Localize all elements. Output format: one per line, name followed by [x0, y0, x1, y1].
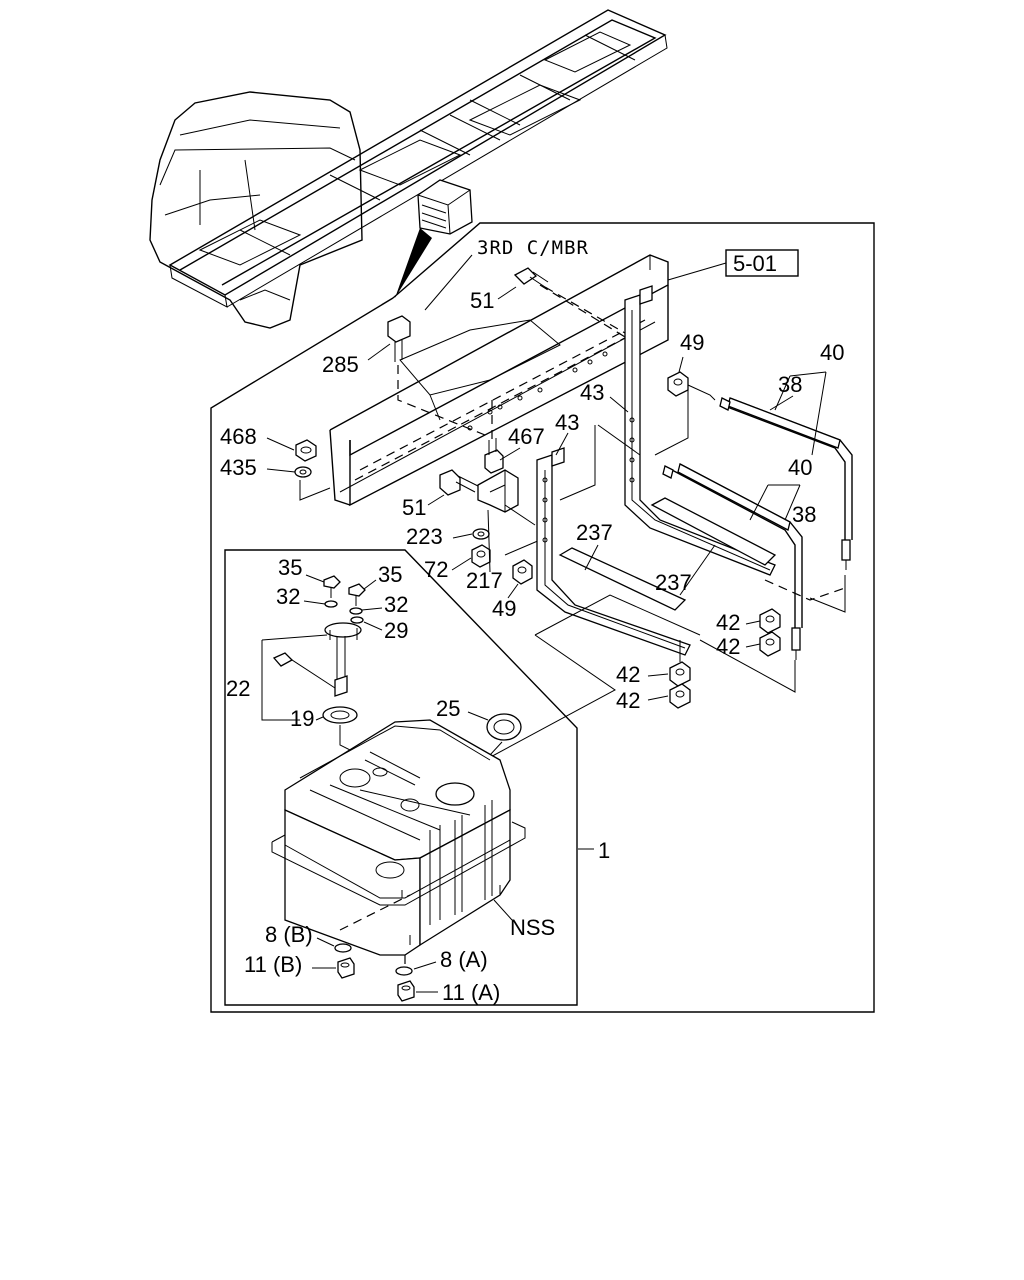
callout-35-right: 35	[378, 562, 402, 587]
strip-38-lower	[677, 463, 791, 531]
callout-8B: 8 (B)	[265, 922, 313, 947]
screw-35-right	[348, 583, 366, 606]
washer-435	[294, 466, 312, 478]
clip-upper	[719, 397, 731, 411]
nut-49-lower	[512, 559, 533, 585]
bolt-51-lower	[439, 469, 479, 496]
nut-42-a	[759, 608, 781, 634]
section-ref-label: 5-01	[733, 251, 777, 276]
clip-lower	[662, 465, 674, 479]
callout-NSS: NSS	[510, 915, 555, 940]
callout-11A: 11 (A)	[442, 980, 500, 1005]
callout-43-rear: 43	[580, 380, 604, 405]
tank-detail-frame	[224, 549, 578, 1006]
fuel-tank-1	[271, 719, 526, 956]
gasket-29	[350, 616, 364, 624]
gasket-25	[486, 713, 522, 741]
plug-11A	[397, 980, 415, 1002]
hanger-bracket-43-rear	[624, 285, 776, 576]
callout-72: 72	[424, 557, 448, 582]
fuel-gauge-unit-22	[272, 622, 362, 697]
callout-11B: 11 (B)	[244, 952, 302, 977]
bracket-217	[477, 469, 536, 526]
callout-38-lower: 38	[792, 502, 816, 527]
nut-42-b	[759, 631, 781, 657]
callout-468: 468	[220, 424, 257, 449]
callout-51-lower: 51	[402, 495, 426, 520]
callout-42-c: 42	[616, 662, 640, 687]
callout-32-right: 32	[384, 592, 408, 617]
callout-43-front: 43	[555, 410, 579, 435]
callout-40-upper: 40	[820, 340, 844, 365]
diagram-outer-frame	[210, 222, 875, 1013]
callout-35-left: 35	[278, 555, 302, 580]
callout-237-upper: 237	[576, 520, 613, 545]
bolt-51-top	[513, 267, 626, 334]
callout-435: 435	[220, 455, 257, 480]
washer-8B	[334, 943, 352, 953]
callout-1: 1	[598, 838, 610, 863]
washer-32-left	[324, 600, 338, 608]
plug-11B	[337, 957, 355, 979]
callout-42-b: 42	[716, 634, 740, 659]
nut-72	[471, 544, 491, 568]
truck-overview-illustration	[149, 9, 668, 329]
callout-467: 467	[508, 424, 545, 449]
strip-237-lower	[558, 547, 687, 611]
callout-8A: 8 (A)	[440, 947, 488, 972]
callout-32-left: 32	[276, 584, 300, 609]
bolt-467	[484, 400, 504, 474]
strip-237-upper	[650, 497, 777, 566]
chassis-frame-rail	[329, 254, 669, 507]
callout-29: 29	[384, 618, 408, 643]
callout-19: 19	[290, 706, 314, 731]
strip-38-upper	[727, 397, 841, 449]
screw-35-left	[323, 575, 341, 598]
frame-note-label: 3RD C/MBR	[477, 237, 589, 259]
washer-8A	[395, 966, 413, 976]
callout-42-d: 42	[616, 688, 640, 713]
nut-42-c	[669, 661, 691, 687]
callout-49-upper: 49	[680, 330, 704, 355]
callout-22: 22	[226, 676, 250, 701]
washer-223	[472, 528, 490, 540]
callout-51-top: 51	[470, 288, 494, 313]
callout-25: 25	[436, 696, 460, 721]
callout-285: 285	[322, 352, 359, 377]
callout-49-lower: 49	[492, 596, 516, 621]
washer-32-right	[349, 607, 363, 615]
nut-42-d	[669, 683, 691, 709]
callout-40-lower: 40	[788, 455, 812, 480]
callout-223: 223	[406, 524, 443, 549]
hanger-bracket-43-front	[536, 447, 691, 656]
callout-42-a: 42	[716, 610, 740, 635]
callout-237-lower: 237	[655, 570, 692, 595]
nut-468	[295, 439, 317, 462]
nut-49-upper	[667, 371, 689, 397]
gasket-19	[322, 706, 358, 724]
bolt-285	[387, 315, 486, 436]
callout-217: 217	[466, 568, 503, 593]
